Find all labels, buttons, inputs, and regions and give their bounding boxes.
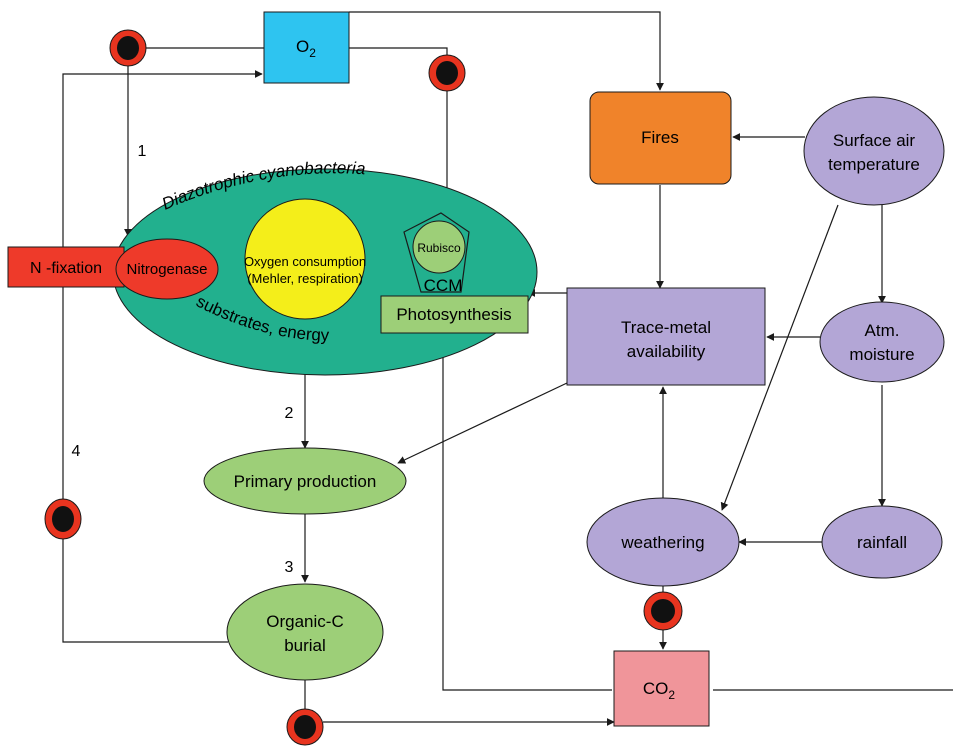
surface-air-line2: temperature	[828, 155, 920, 174]
edge-inhibitor-to-organic-c	[62, 538, 228, 643]
weathering-label: weathering	[620, 533, 704, 552]
step-number-3: 3	[285, 559, 294, 576]
o2-box	[263, 11, 350, 84]
inhibitor-symbol-weathering	[643, 591, 683, 631]
inhibitor-symbol-o2-right	[428, 54, 466, 92]
fires-label: Fires	[641, 128, 679, 147]
rainfall-label: rainfall	[857, 533, 907, 552]
ccm-label: CCM	[424, 276, 463, 295]
nitrogenase-label: Nitrogenase	[127, 261, 208, 278]
primary-production-ellipse	[203, 447, 407, 515]
organic-c-line1: Organic-C	[266, 612, 343, 631]
trace-metal-box	[566, 287, 766, 386]
oxygen-consumption-line1: Oxygen consumption	[244, 254, 366, 269]
rubisco-circle	[412, 220, 466, 274]
photosynthesis-label: Photosynthesis	[396, 305, 511, 324]
edge-trace-metal-to-primary	[397, 382, 568, 464]
surface-air-temperature-ellipse	[803, 96, 945, 206]
rainfall-ellipse	[821, 505, 943, 579]
nitrogenase-ellipse	[115, 238, 219, 300]
trace-metal-line2: availability	[627, 342, 706, 361]
edge-o2-to-fires	[349, 11, 664, 91]
co2-box	[613, 650, 710, 727]
atm-moisture-line2: moisture	[849, 345, 914, 364]
inhibitor-symbol-o2-left	[109, 29, 147, 67]
primary-production-label: Primary production	[234, 472, 377, 491]
weathering-ellipse	[586, 497, 740, 587]
n-fixation-label: N -fixation	[30, 260, 102, 277]
step-number-2: 2	[285, 405, 294, 422]
inhibitor-symbol-nfix	[44, 498, 82, 540]
organic-c-line2: burial	[284, 636, 326, 655]
fires-box	[589, 91, 732, 185]
trace-metal-line1: Trace-metal	[621, 318, 711, 337]
edge-surface-to-weathering	[720, 204, 839, 511]
edge-nfix-to-o2	[62, 70, 263, 247]
oxygen-consumption-circle	[244, 198, 366, 320]
atm-moisture-ellipse	[819, 301, 945, 383]
surface-air-line1: Surface air	[833, 131, 916, 150]
o2-label: O2	[296, 37, 316, 60]
organic-c-burial-ellipse	[226, 583, 384, 681]
connectors	[62, 11, 953, 726]
edge-co2-to-photosynthesis	[439, 332, 612, 691]
step-number-1: 1	[138, 143, 147, 160]
co2-label: CO2	[643, 679, 676, 702]
rubisco-label: Rubisco	[417, 241, 461, 255]
photosynthesis-box	[380, 295, 529, 334]
atm-moisture-line1: Atm.	[865, 321, 900, 340]
oxygen-consumption-line2: (Mehler, respiration)	[247, 271, 363, 286]
inhibitor-symbol-organic-c	[286, 708, 324, 746]
step-number-4: 4	[72, 443, 81, 460]
